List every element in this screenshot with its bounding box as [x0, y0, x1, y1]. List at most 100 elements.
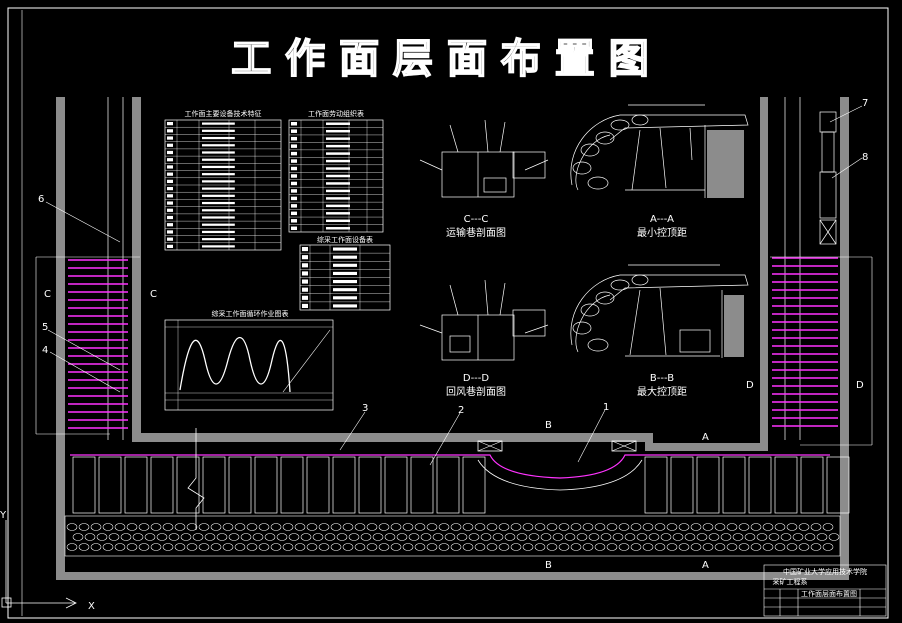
rubble-stone: [426, 543, 438, 551]
roadway-walls: [56, 97, 849, 580]
rubble-stone: [240, 533, 252, 541]
rubble-stone: [450, 543, 462, 551]
table-labor-org-title: 工作面劳动组织表: [308, 109, 364, 118]
rubble-stone: [222, 523, 234, 531]
table-cell-mark: [167, 165, 173, 169]
rubble-stone: [132, 533, 144, 541]
rubble-stone: [606, 523, 618, 531]
rubble-stone: [750, 523, 762, 531]
rubble-stone: [804, 533, 816, 541]
rubble-stone: [708, 533, 720, 541]
table-cell-mark: [167, 129, 173, 133]
rubble-stone: [150, 543, 162, 551]
table-cell-mark: [291, 189, 297, 193]
rubble-stone: [138, 543, 150, 551]
rubble-stone: [690, 543, 702, 551]
rubble-stone: [282, 523, 294, 531]
rubble-stone: [672, 533, 684, 541]
callout-leaders: [45, 105, 863, 466]
table-cell-text: [202, 122, 235, 125]
rubble-stone: [102, 523, 114, 531]
rubble-stone: [546, 523, 558, 531]
rubble-stone: [516, 533, 528, 541]
rubble-stone: [210, 523, 222, 531]
rubble-stone: [96, 533, 108, 541]
axis-x-label: X: [88, 601, 95, 612]
table-cell-text: [202, 129, 235, 132]
rubble-stone: [486, 523, 498, 531]
cycle-operation-chart: 综采工作面循环作业图表: [164, 309, 334, 411]
rubble-stone: [600, 533, 612, 541]
rubble-stone: [234, 523, 246, 531]
rubble-stone: [360, 533, 372, 541]
table-cell-text: [202, 245, 235, 248]
rubble-stone: [744, 533, 756, 541]
table-cell-text: [326, 219, 350, 223]
table-cell-mark: [167, 143, 173, 147]
rubble-stone: [660, 533, 672, 541]
rubble-stone: [822, 543, 834, 551]
table-cell-text: [202, 187, 235, 190]
rubble-stone: [498, 523, 510, 531]
table-cell-text: [333, 271, 357, 275]
cut-mark-a-top: A: [702, 432, 709, 443]
rubble-stone: [732, 533, 744, 541]
rubble-stone: [498, 543, 510, 551]
cut-mark-b-top: B: [545, 420, 552, 431]
table-cell-mark: [167, 244, 173, 248]
rubble-stone: [576, 533, 588, 541]
rubble-stone: [630, 523, 642, 531]
rubble-stone: [564, 533, 576, 541]
shield-support: [228, 456, 252, 514]
table-cell-text: [326, 129, 350, 133]
table-cell-mark: [291, 151, 297, 156]
rubble-stone: [318, 543, 330, 551]
rubble-stone: [528, 533, 540, 541]
rubble-stone: [702, 523, 714, 531]
table-cell-mark: [302, 271, 308, 276]
table-cell-text: [202, 194, 235, 197]
section-aa-coal: [707, 130, 744, 198]
rubble-stone: [618, 523, 630, 531]
rubble-stone: [534, 523, 546, 531]
table-cell-text: [326, 167, 350, 170]
face-shield-supports: [72, 456, 850, 514]
table-cell-mark: [302, 279, 308, 284]
rubble-stone: [768, 533, 780, 541]
rubble-stone: [474, 523, 486, 531]
table-equipment-spec: 工作面主要设备技术特征: [164, 109, 282, 251]
rubble-stone: [144, 533, 156, 541]
rubble-stone: [510, 523, 522, 531]
drawing-title: 工 作 面 层 面 布 置 图: [231, 36, 648, 82]
rubble-stone: [522, 523, 534, 531]
rubble-stone: [618, 543, 630, 551]
table-cell-text: [333, 304, 357, 308]
rubble-stone: [180, 533, 192, 541]
left-roadway-supports: [68, 259, 128, 429]
rubble-stone: [318, 523, 330, 531]
cut-mark-a-bottom: A: [702, 560, 709, 571]
rubble-stone: [828, 533, 840, 541]
section-bb-coal: [724, 295, 744, 357]
table-cell-text: [326, 122, 350, 125]
table-cell-text: [326, 159, 350, 163]
table-cell-text: [326, 182, 350, 185]
section-aa-subtitle: 最小控顶距: [637, 226, 687, 239]
rubble-stone: [156, 533, 168, 541]
callout-4: 4: [42, 345, 48, 356]
table-cell-text: [326, 212, 350, 215]
table-cell-mark: [167, 237, 173, 241]
table-cell-mark: [291, 181, 297, 186]
table-cell-text: [202, 230, 235, 234]
rubble-stone: [408, 533, 420, 541]
shearer-body: [477, 459, 643, 491]
rubble-stone: [198, 523, 210, 531]
table-cell-mark: [167, 187, 173, 191]
table-cell-mark: [167, 223, 173, 227]
rubble-stone: [450, 523, 462, 531]
cycle-wave: [179, 337, 291, 393]
table-cell-text: [326, 174, 350, 178]
rubble-stone: [186, 523, 198, 531]
table-cell-text: [326, 227, 350, 230]
